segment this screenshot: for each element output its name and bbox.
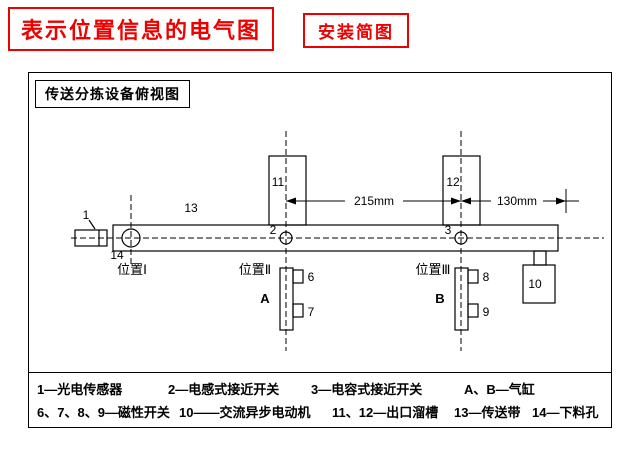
label-6: 6 bbox=[308, 270, 315, 284]
label-2: 2 bbox=[270, 223, 277, 237]
legend-item-cylinders: A、B—气缸 bbox=[464, 382, 535, 397]
subtitle-text: 安装简图 bbox=[318, 23, 394, 42]
label-14: 14 bbox=[110, 248, 124, 262]
legend-item-inductive-switch: 2—电感式接近开关 bbox=[168, 382, 280, 397]
dimension-arrows bbox=[286, 197, 566, 205]
conveyor-belt-shape bbox=[112, 224, 559, 252]
legend-item-magnetic-switches: 6、7、8、9—磁性开关 bbox=[37, 405, 170, 420]
label-3: 3 bbox=[445, 223, 452, 237]
capacitive-switch-shape bbox=[454, 231, 468, 245]
legend-item-photoelectric-sensor: 1—光电传感器 bbox=[37, 382, 123, 397]
legend-item-feed-hole: 14—下料孔 bbox=[532, 405, 599, 420]
diagram-caption: 传送分拣设备俯视图 bbox=[35, 80, 190, 108]
motor-shape bbox=[522, 264, 556, 304]
legend: 1—光电传感器 2—电感式接近开关 3—电容式接近开关 A、B—气缸 6、7、8… bbox=[29, 372, 611, 427]
label-10: 10 bbox=[528, 277, 542, 291]
arrow-right-215 bbox=[451, 197, 461, 205]
diagram-labels: 1 13 14 位置Ⅰ 2 3 位置Ⅱ 位置Ⅲ 11 12 215mm 130m… bbox=[83, 175, 542, 319]
label-9: 9 bbox=[483, 305, 490, 319]
arrow-left-215 bbox=[286, 197, 296, 205]
feed-hole-shape bbox=[121, 228, 141, 248]
chute-12-shape bbox=[442, 155, 481, 226]
label-11: 11 bbox=[272, 175, 285, 189]
page-title: 表示位置信息的电气图 bbox=[8, 7, 275, 51]
arrow-left-130 bbox=[461, 197, 471, 205]
legend-item-capacitive-switch: 3—电容式接近开关 bbox=[311, 382, 423, 397]
dimension-130-label: 130mm bbox=[497, 194, 537, 208]
label-1: 1 bbox=[83, 208, 90, 222]
photoelectric-sensor-shape bbox=[74, 229, 108, 247]
label-12: 12 bbox=[446, 175, 460, 189]
legend-item-chutes: 11、12—出口溜槽 bbox=[332, 405, 439, 420]
label-position-1: 位置Ⅰ bbox=[117, 262, 147, 277]
label-13: 13 bbox=[184, 201, 198, 215]
machine-shapes bbox=[74, 155, 559, 331]
cylinder-b-shape bbox=[454, 267, 469, 331]
diagram-panel: 传送分拣设备俯视图 bbox=[28, 72, 612, 428]
label-position-2: 位置Ⅱ bbox=[239, 262, 271, 277]
label-7: 7 bbox=[308, 305, 315, 319]
chute-11-shape bbox=[268, 155, 307, 226]
legend-item-motor: 10——交流异步电动机 bbox=[179, 405, 311, 420]
sensor-leader-line bbox=[88, 219, 96, 230]
dimension-215-label: 215mm bbox=[354, 194, 394, 208]
centerlines bbox=[71, 131, 604, 351]
magnetic-switch-7-shape bbox=[292, 303, 304, 318]
magnetic-switch-9-shape bbox=[467, 303, 479, 318]
motor-shaft-shape bbox=[533, 250, 547, 266]
conveyor-top-view-drawing: 1 13 14 位置Ⅰ 2 3 位置Ⅱ 位置Ⅲ 11 12 215mm 130m… bbox=[71, 131, 604, 351]
page-title-text: 表示位置信息的电气图 bbox=[21, 18, 262, 43]
magnetic-switch-6-shape bbox=[292, 269, 304, 284]
legend-item-belt: 13—传送带 bbox=[454, 405, 521, 420]
label-8: 8 bbox=[483, 270, 490, 284]
cylinder-a-shape bbox=[279, 267, 294, 331]
magnetic-switch-8-shape bbox=[467, 269, 479, 284]
label-cylinder-b: B bbox=[435, 291, 444, 306]
arrow-right-130 bbox=[556, 197, 566, 205]
label-cylinder-a: A bbox=[260, 291, 270, 306]
label-position-3: 位置Ⅲ bbox=[416, 262, 451, 277]
inductive-switch-shape bbox=[279, 231, 293, 245]
subtitle-badge: 安装简图 bbox=[303, 13, 409, 48]
diagram-caption-text: 传送分拣设备俯视图 bbox=[45, 86, 180, 102]
